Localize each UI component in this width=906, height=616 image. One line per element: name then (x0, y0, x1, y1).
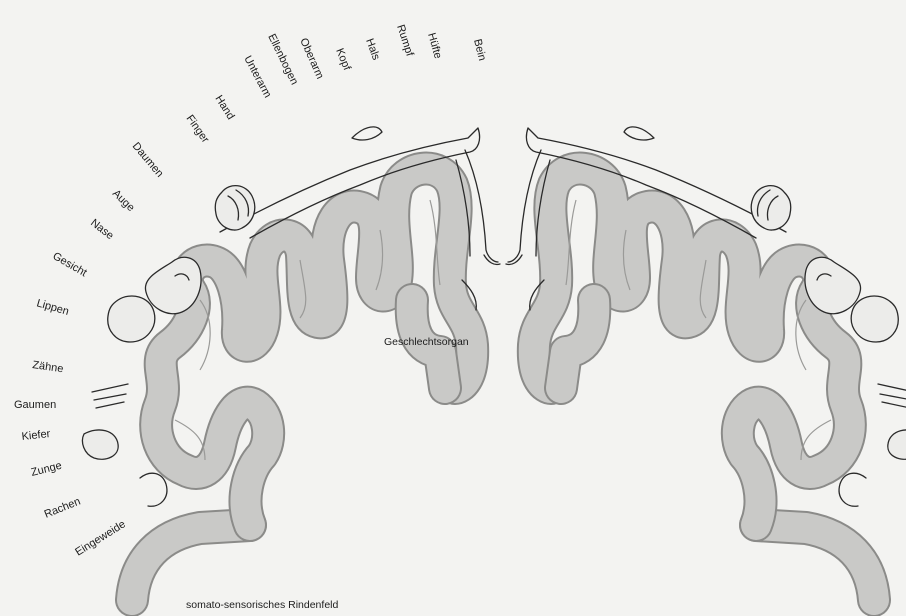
left-hemisphere (82, 127, 500, 600)
label-somato-sensorisches-rindenfeld: somato-sensorisches Rindenfeld (186, 599, 338, 611)
label-kiefer: Kiefer (21, 428, 51, 443)
label-huefte: Hüfte (425, 32, 444, 61)
left-homunculus-pharynx (140, 473, 167, 506)
label-zunge: Zunge (30, 460, 63, 479)
label-lippen: Lippen (35, 297, 70, 318)
right-homunculus-teeth (878, 384, 906, 408)
label-hand: Hand (212, 93, 236, 122)
right-hemisphere (506, 127, 906, 600)
right-homunculus-lips (851, 296, 898, 342)
label-rumpf: Rumpf (394, 23, 416, 58)
label-zaehne: Zähne (32, 359, 65, 375)
label-kopf: Kopf (333, 47, 353, 73)
label-auge: Auge (110, 188, 137, 214)
label-eingeweide: Eingeweide (73, 518, 128, 558)
left-homunculus-lips (108, 296, 155, 342)
label-bein: Bein (471, 38, 488, 62)
label-nase: Nase (88, 217, 116, 242)
right-homunculus-trunk (624, 127, 654, 140)
right-homunculus-pharynx (839, 473, 866, 506)
left-homunculus-trunk (352, 127, 382, 140)
left-homunculus-tongue (82, 430, 118, 459)
left-homunculus-teeth (92, 384, 128, 408)
label-gaumen: Gaumen (14, 399, 56, 411)
label-finger: Finger (184, 113, 212, 146)
label-geschlechtsorgan: Geschlechtsorgan (384, 336, 469, 348)
label-unterarm: Unterarm (241, 54, 273, 100)
right-homunculus-tongue (888, 430, 906, 459)
label-hals: Hals (363, 37, 382, 62)
label-oberarm: Oberarm (297, 36, 326, 81)
label-daumen: Daumen (130, 140, 166, 180)
label-rachen: Rachen (43, 495, 83, 520)
label-ellenbogen: Ellenbogen (265, 32, 300, 87)
label-gesicht: Gesicht (51, 250, 89, 279)
